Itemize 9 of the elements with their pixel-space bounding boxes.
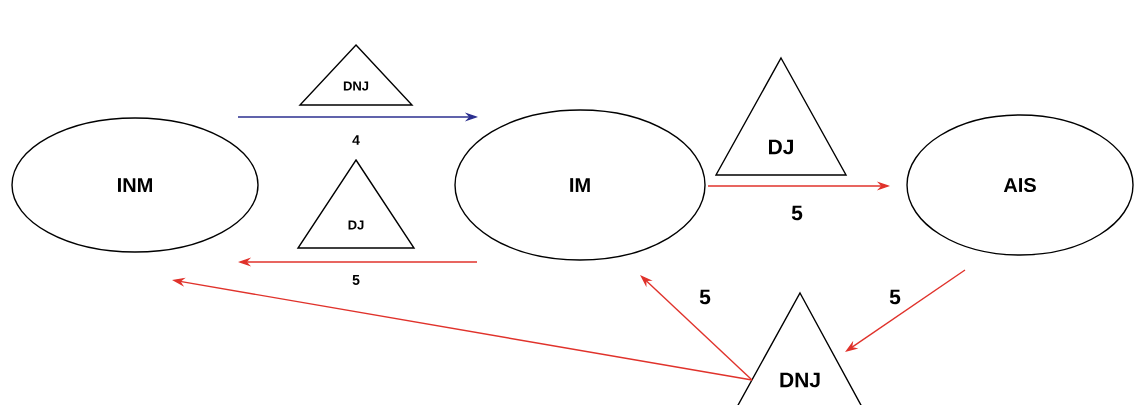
ellipse-node: INM [11,117,259,253]
edge-label: 5 [698,288,712,306]
edge-label: 4 [351,134,361,146]
edge-label: 5 [351,274,361,286]
arrow [640,275,753,381]
ellipse-node: AIS [906,114,1134,256]
edge-label: 5 [888,288,902,306]
ellipse-node: IM [454,109,706,261]
edge-label: 5 [790,204,804,222]
